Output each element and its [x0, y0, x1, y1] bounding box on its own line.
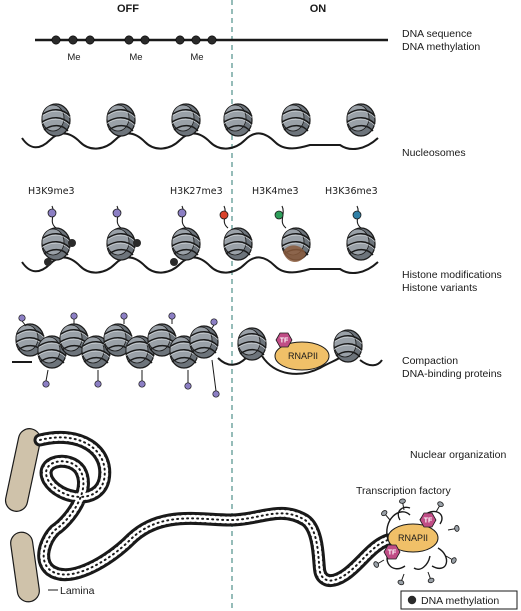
legend: DNA methylation	[400, 590, 518, 610]
lamina-segment	[10, 531, 40, 603]
label-transcription-factory: Transcription factory	[356, 485, 451, 497]
h3k36me3-mark	[352, 210, 362, 220]
mark-h3k4me3: H3K4me3	[252, 186, 299, 197]
label-lamina: Lamina	[60, 585, 95, 597]
methyl-label: Me	[129, 52, 142, 63]
nucleosome-row	[21, 103, 379, 151]
h3k4me3-mark	[274, 210, 284, 220]
tf-label: TF	[424, 518, 433, 525]
histone-modification-row	[21, 205, 379, 275]
compacted-chromatin	[12, 312, 383, 398]
label-nucleosomes: Nucleosomes	[402, 147, 466, 159]
h3k27me3-mark	[219, 210, 229, 220]
rnapii-label: RNAPII	[288, 351, 318, 361]
legend-methylation-dot	[407, 595, 417, 605]
label-nuclear-organization: Nuclear organization	[410, 449, 506, 461]
chromatin-fiber	[33, 430, 395, 588]
header-on: ON	[310, 3, 327, 15]
tf-label: TF	[388, 550, 397, 557]
label-histone-variants: Histone variants	[402, 282, 477, 294]
lamina-segment	[4, 428, 42, 512]
rnapii-complex	[274, 341, 330, 371]
methyl-label: Me	[190, 52, 203, 63]
header-off: OFF	[117, 3, 139, 15]
methyl-label: Me	[67, 52, 80, 63]
legend-box	[400, 590, 518, 610]
dna-strand-row: Me Me Me	[35, 35, 388, 63]
mark-h3k9me3: H3K9me3	[28, 186, 75, 197]
label-histone-modifications: Histone modifications	[402, 269, 502, 281]
label-dna-methylation: DNA methylation	[402, 41, 480, 53]
mark-h3k36me3: H3K36me3	[325, 186, 378, 197]
label-dna-binding-proteins: DNA-binding proteins	[402, 368, 502, 380]
legend-label: DNA methylation	[421, 595, 499, 607]
methyl-dots	[51, 35, 217, 45]
h3k9me3-mark	[47, 208, 57, 218]
rnapii-complex	[387, 523, 439, 553]
mark-h3k27me3: H3K27me3	[170, 186, 223, 197]
tf-label: TF	[280, 338, 289, 345]
transcription-factory	[372, 497, 461, 587]
rnapii-label: RNAPII	[398, 533, 428, 543]
label-dna-sequence: DNA sequence	[402, 28, 472, 40]
label-compaction: Compaction	[402, 355, 458, 367]
